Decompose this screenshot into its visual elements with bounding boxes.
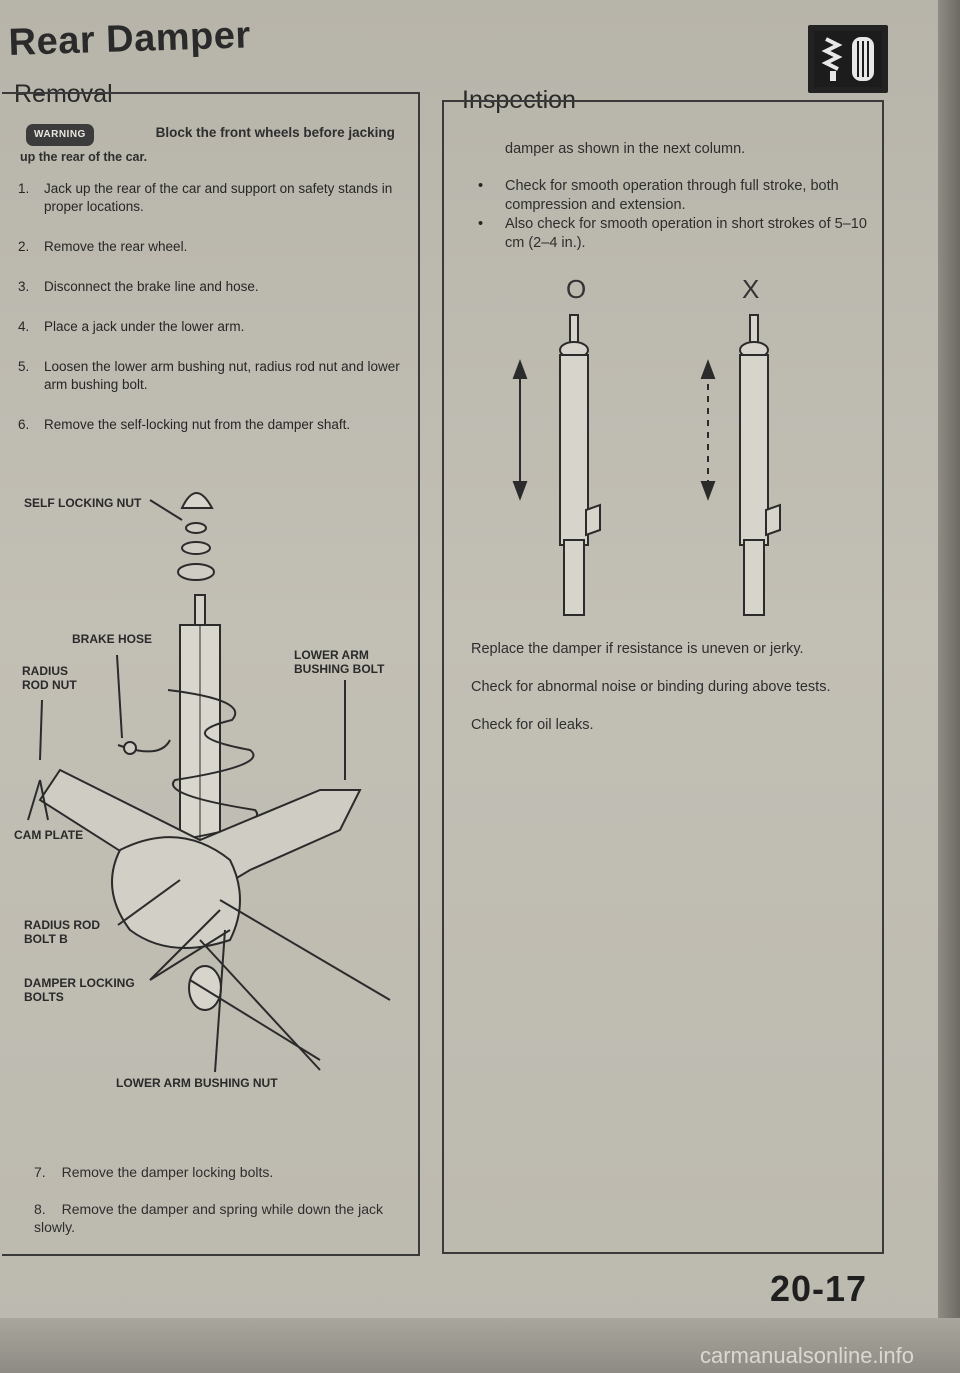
watermark: carmanualsonline.info <box>700 1343 915 1368</box>
ng-symbol: X <box>742 274 760 304</box>
shock-absorber-icon <box>814 31 882 87</box>
step-7: 7. Remove the damper locking bolts. <box>34 1164 274 1180</box>
suspension-diagram <box>27 492 391 1073</box>
label-lower-arm-bushing-bolt: LOWER ARM BUSHING BOLT <box>294 648 385 676</box>
page-edge-shadow <box>938 0 960 1373</box>
warning-text: Block the front wheels before jacking <box>155 125 395 140</box>
label-self-locking-nut: SELF LOCKING NUT <box>24 496 142 510</box>
label-lower-arm-bushing-nut: LOWER ARM BUSHING NUT <box>116 1076 278 1090</box>
page-number: 20-17 <box>770 1268 868 1309</box>
step-item: 2.Remove the rear wheel. <box>18 239 188 254</box>
warning-badge: WARNING <box>26 124 94 146</box>
inspection-panel <box>442 100 884 1254</box>
removal-panel <box>2 92 420 1256</box>
removal-heading: Removal <box>14 80 113 108</box>
label-brake-hose: BRAKE HOSE <box>72 632 153 646</box>
label-radius-rod-bolt-b: RADIUS ROD BOLT B <box>24 918 101 946</box>
step-item: 3.Disconnect the brake line and hose. <box>18 279 259 294</box>
ok-symbol: O <box>566 274 587 304</box>
inspection-bullet-1: Check for smooth operation through full … <box>505 178 839 213</box>
bullet-dot: • <box>478 216 484 232</box>
damper-section-icon <box>808 25 888 93</box>
inspection-note-3: Check for oil leaks. <box>471 717 594 733</box>
page-bottom-shadow <box>0 1318 960 1373</box>
inspection-note-2: Check for abnormal noise or binding duri… <box>471 679 831 695</box>
step-item: 4.Place a jack under the lower arm. <box>18 319 245 334</box>
damper-stroke-diagrams <box>512 314 781 616</box>
step-item: 1.Jack up the rear of the car and suppor… <box>18 181 393 214</box>
step-8: 8. Remove the damper and spring while do… <box>34 1201 383 1235</box>
label-cam-plate: CAM PLATE <box>14 828 84 842</box>
bullet-dot: • <box>478 178 484 194</box>
inspection-bullet-2: Also check for smooth operation in short… <box>505 216 867 251</box>
step-item: 6.Remove the self-locking nut from the d… <box>18 417 351 432</box>
warning-text-continued: up the rear of the car. <box>20 150 148 164</box>
warning-block: WARNING Block the front wheels before ja… <box>26 124 416 146</box>
removal-steps: 1.Jack up the rear of the car and suppor… <box>12 180 412 456</box>
inspection-intro: damper as shown in the next column. <box>505 141 746 157</box>
label-radius-rod-nut: RADIUS ROD NUT <box>22 664 77 692</box>
inspection-note-1: Replace the damper if resistance is unev… <box>471 641 804 657</box>
label-damper-locking-bolts: DAMPER LOCKING BOLTS <box>24 976 135 1004</box>
step-item: 5.Loosen the lower arm bushing nut, radi… <box>18 359 400 392</box>
